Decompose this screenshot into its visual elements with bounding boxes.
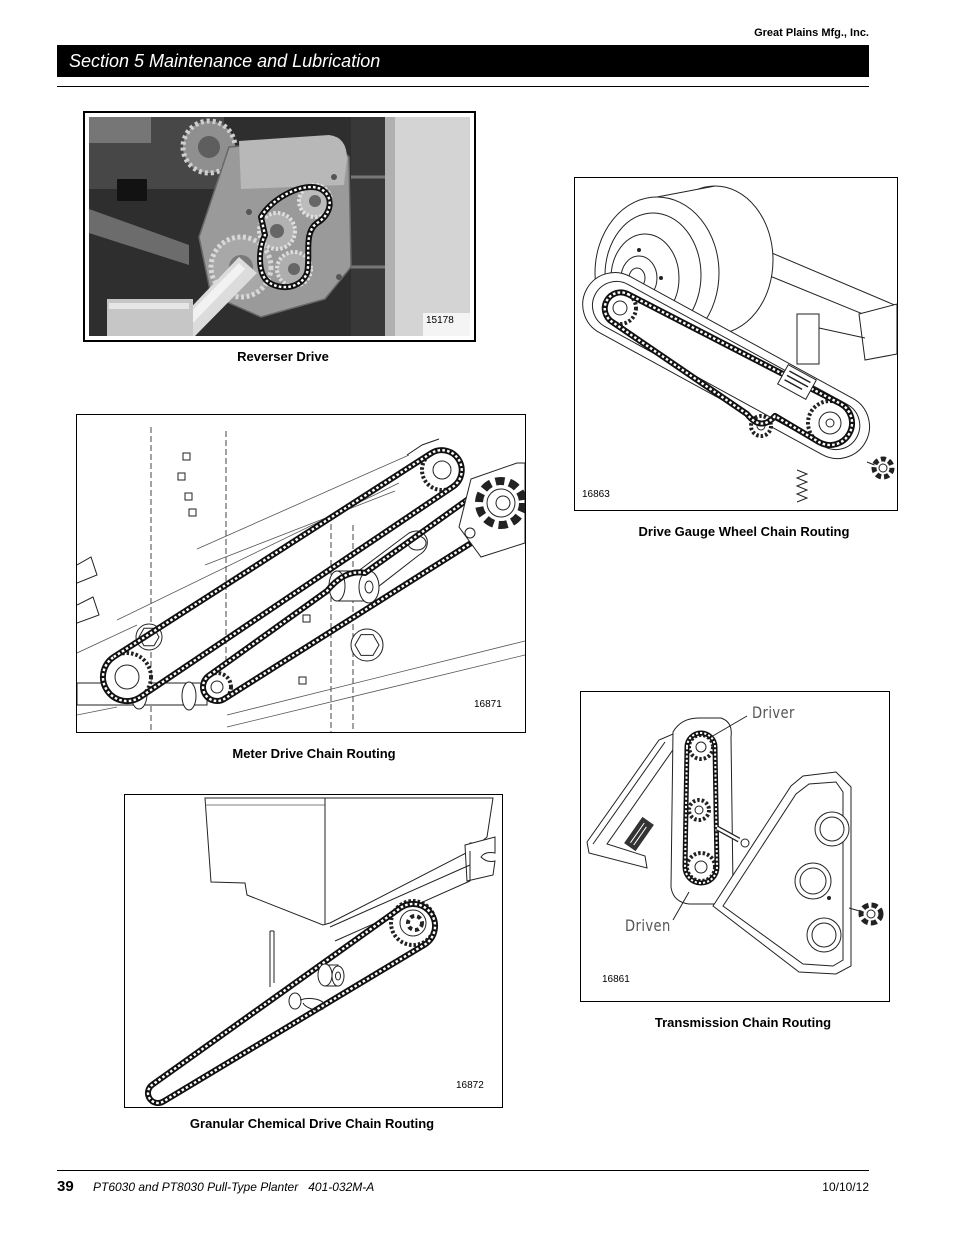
warning-decal: [624, 816, 654, 852]
side-panel: [385, 117, 470, 336]
page-number: 39: [57, 1178, 74, 1195]
transmission-illustration: [586, 715, 884, 975]
figure-gauge-wheel-drive: 16863: [574, 177, 898, 511]
star-knob: [475, 477, 525, 529]
driven-label: Driven: [625, 916, 671, 935]
warning-decal: [777, 363, 817, 401]
vertical-rod: [269, 930, 275, 987]
mounting-gusset: [586, 733, 678, 869]
reverser-drive-photo: [89, 117, 470, 336]
gauge-wheel-chain: [601, 289, 856, 449]
figure-number: 16863: [582, 489, 610, 500]
figure-granular-drive: 16872: [124, 794, 503, 1108]
chemical-hopper: [204, 797, 496, 926]
footer-rule: [57, 1170, 869, 1171]
figure-transmission: Driver Driven 16861: [580, 691, 890, 1002]
star-knob: [866, 456, 895, 480]
transmission-cover: [712, 771, 852, 975]
figure-meter-drive: 16871: [76, 414, 526, 733]
section-header-bar: Section 5 Maintenance and Lubrication: [57, 45, 869, 77]
transmission-chain: [682, 730, 720, 886]
gauge-wheel-illustration: [582, 185, 897, 503]
figure-number: 16872: [456, 1080, 484, 1091]
caption-meter-drive: Meter Drive Chain Routing: [232, 746, 396, 761]
meter-drive-illustration: [77, 427, 525, 732]
caption-reverser-drive: Reverser Drive: [237, 349, 329, 364]
section-title: Section 5 Maintenance and Lubrication: [69, 51, 381, 71]
drive-sprocket: [389, 899, 437, 947]
figure-number: 16871: [474, 699, 502, 710]
outer-chain: [99, 447, 465, 704]
chain-case: [582, 272, 871, 460]
pin-and-clip: [288, 992, 326, 1011]
sprocket-middle: [257, 211, 297, 251]
driver-label: Driver: [752, 703, 795, 722]
header-rule: [57, 86, 869, 87]
frame-beam: [759, 247, 897, 365]
idler-arm: [328, 530, 428, 604]
figure-number: 15178: [426, 315, 454, 326]
chain-loop: [144, 901, 438, 1107]
granular-drive-illustration: [144, 797, 496, 1107]
hex-bolt: [350, 628, 384, 662]
company-name: Great Plains Mfg., Inc.: [754, 27, 869, 39]
driven-leader-line: [672, 891, 690, 921]
driver-leader-line: [710, 715, 748, 738]
reverser-chain: [257, 184, 333, 291]
caption-gauge-wheel-drive: Drive Gauge Wheel Chain Routing: [638, 524, 850, 539]
adjustment-spring: [795, 469, 809, 503]
manual-title: PT6030 and PT8030 Pull-Type Planter 401-…: [93, 1180, 375, 1194]
sensor-box: [117, 179, 147, 201]
idler-collar: [317, 963, 345, 987]
figure-number: 16861: [602, 974, 630, 985]
revision-date: 10/10/12: [822, 1180, 869, 1194]
caption-granular-drive: Granular Chemical Drive Chain Routing: [189, 1116, 435, 1131]
idler-sprocket: [687, 798, 711, 822]
star-knob: [848, 902, 884, 926]
sprocket-lower-mid: [201, 671, 233, 703]
figure-reverser-drive: 15178: [83, 111, 476, 342]
caption-transmission: Transmission Chain Routing: [654, 1015, 832, 1030]
shaft-pin: [715, 825, 750, 848]
